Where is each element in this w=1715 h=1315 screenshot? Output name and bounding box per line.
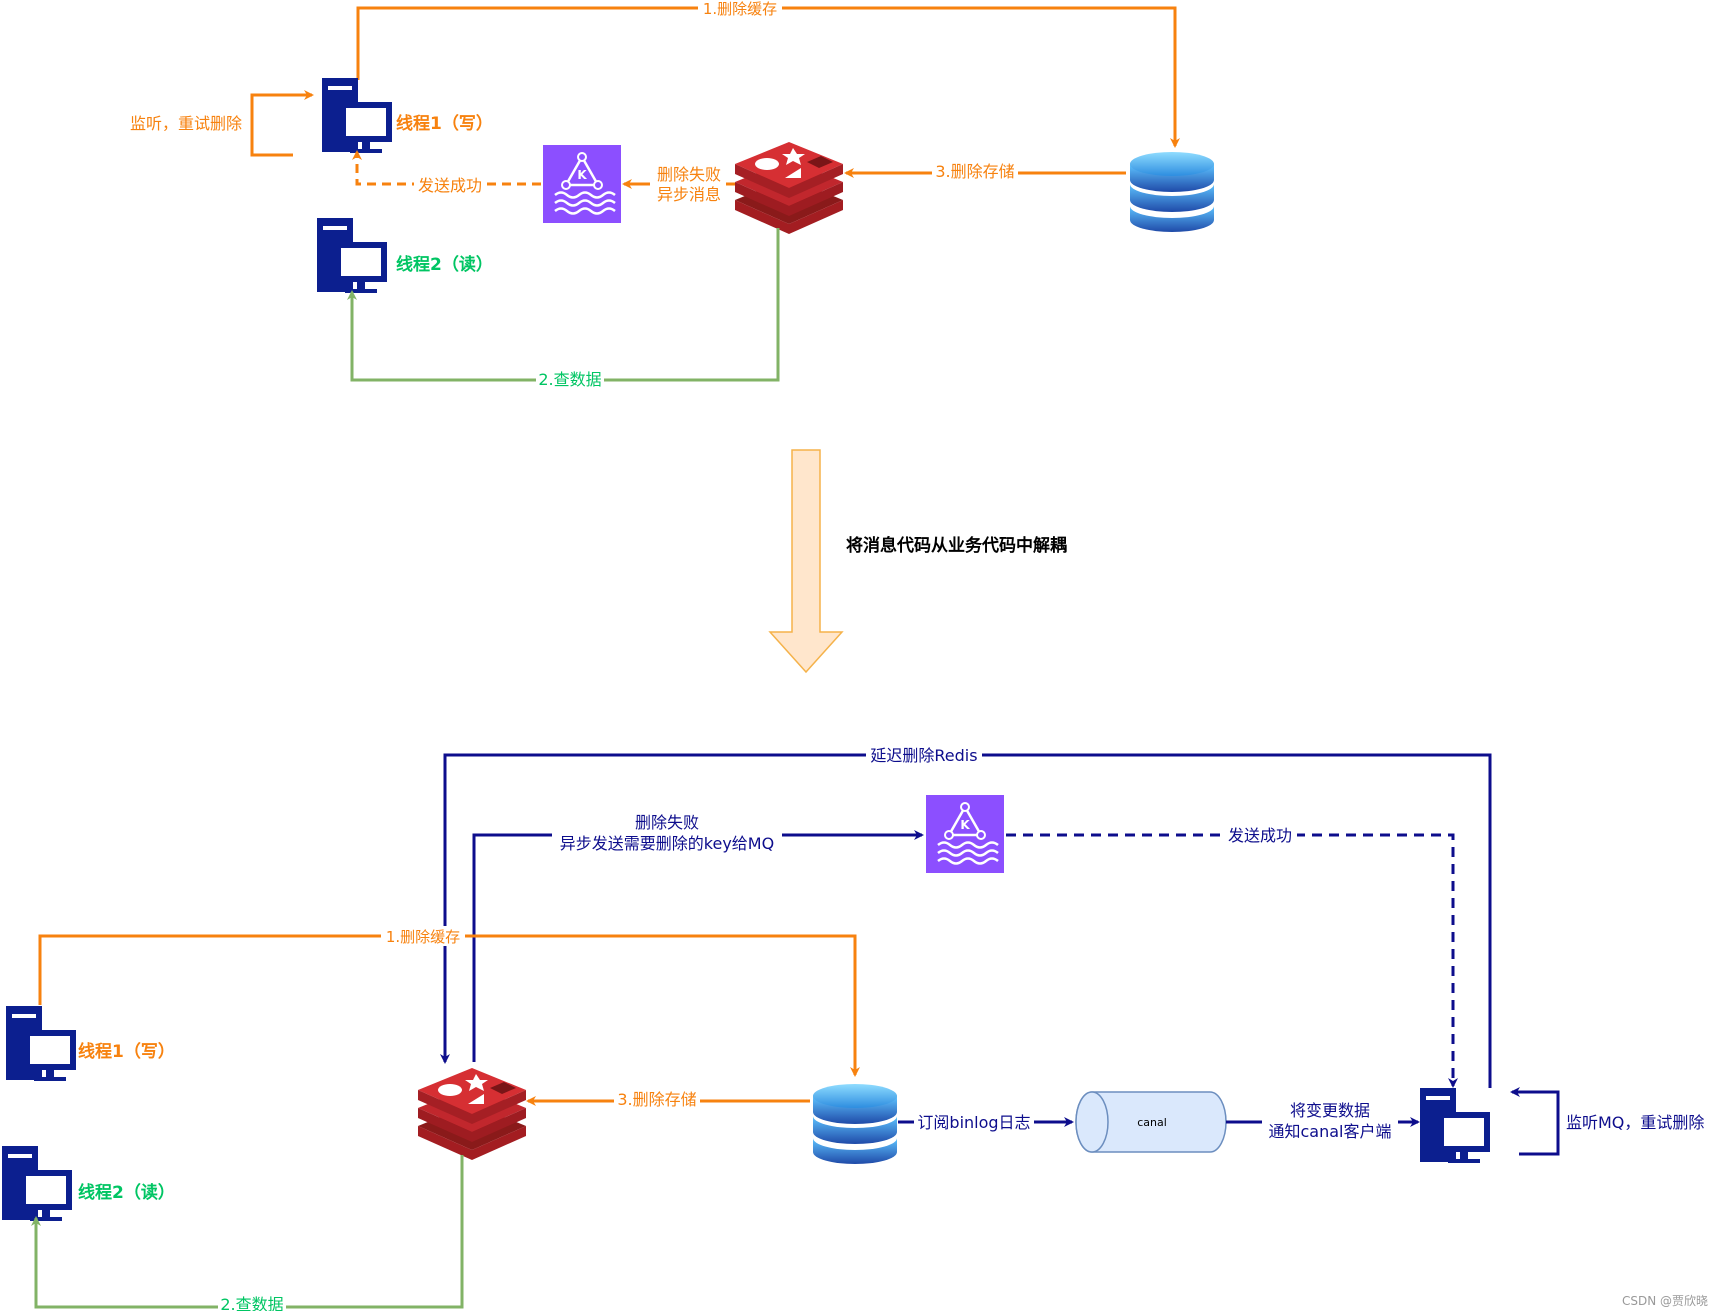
top-edge-fail-label-1: 删除失败 <box>657 165 721 184</box>
bottom-database-icon <box>813 1084 897 1164</box>
canal-label: canal <box>1137 1116 1167 1129</box>
bottom-edge-send-ok <box>1006 833 1458 1088</box>
bottom-edge-fail-label-2: 异步发送需要删除的key给MQ <box>560 834 774 853</box>
top-kafka-mq-icon <box>541 143 623 225</box>
top-edge-query-label: 2.查数据 <box>538 370 601 389</box>
bottom-edge-delete-store-label: 3.删除存储 <box>617 1090 696 1109</box>
top-edge-send-ok-label: 发送成功 <box>418 176 482 195</box>
bottom-edge-subscribe-label: 订阅binlog日志 <box>917 1113 1030 1132</box>
top-edge-retry <box>250 90 314 157</box>
canal-queue: canal <box>1075 1091 1227 1153</box>
top-diagram: 1.删除缓存 监听，重试删除 线程1（写） 线程2（读） 3.删除存储 删除失败… <box>130 0 1214 390</box>
top-edge-delete-store-label: 3.删除存储 <box>935 162 1014 181</box>
bottom-thread2-computer-icon <box>2 1146 72 1221</box>
bottom-edge-notify-label-2: 通知canal客户端 <box>1269 1122 1392 1141</box>
bottom-thread1-label: 线程1（写） <box>78 1041 175 1062</box>
top-edge-query <box>347 228 780 382</box>
top-thread1-computer-icon <box>322 78 392 153</box>
bottom-edge-send-ok-label: 发送成功 <box>1228 826 1292 845</box>
bottom-edge-delay-delete-label: 延迟删除Redis <box>870 746 977 765</box>
bottom-edge-delete-cache-label: 1.删除缓存 <box>386 928 460 946</box>
down-arrow <box>768 449 844 674</box>
bottom-edge-query-label: 2.查数据 <box>220 1295 283 1311</box>
bottom-redis-icon <box>418 1068 526 1160</box>
top-database-icon <box>1130 152 1214 232</box>
top-edge-fail-label-2: 异步消息 <box>657 185 721 204</box>
bottom-edge-fail-label-1: 删除失败 <box>635 813 699 832</box>
bottom-kafka-mq-icon <box>924 793 1006 875</box>
bottom-edge-retry <box>1510 1087 1560 1156</box>
bottom-thread1-computer-icon <box>6 1006 76 1081</box>
top-thread1-label: 线程1（写） <box>396 113 493 134</box>
bottom-edge-query <box>31 1155 464 1309</box>
bottom-thread2-label: 线程2（读） <box>78 1182 175 1203</box>
transition-caption: 将消息代码从业务代码中解耦 <box>846 535 1067 556</box>
top-edge-delete-cache-label: 1.删除缓存 <box>703 0 777 18</box>
transition-arrow: 将消息代码从业务代码中解耦 <box>768 449 1067 674</box>
top-edge-retry-label: 监听，重试删除 <box>130 114 242 133</box>
top-thread2-label: 线程2（读） <box>396 254 493 275</box>
canal-client-computer-icon <box>1420 1088 1490 1163</box>
top-thread2-computer-icon <box>317 218 387 293</box>
watermark: CSDN @贾欣晓 <box>1622 1294 1708 1308</box>
bottom-diagram: 延迟删除Redis 删除失败 异步发送需要删除的key给MQ 发送成功 1.删除… <box>2 744 1704 1314</box>
bottom-edge-notify-label-1: 将变更数据 <box>1290 1101 1370 1120</box>
top-redis-icon <box>735 142 843 234</box>
bottom-edge-retry-label: 监听MQ，重试删除 <box>1566 1113 1704 1132</box>
